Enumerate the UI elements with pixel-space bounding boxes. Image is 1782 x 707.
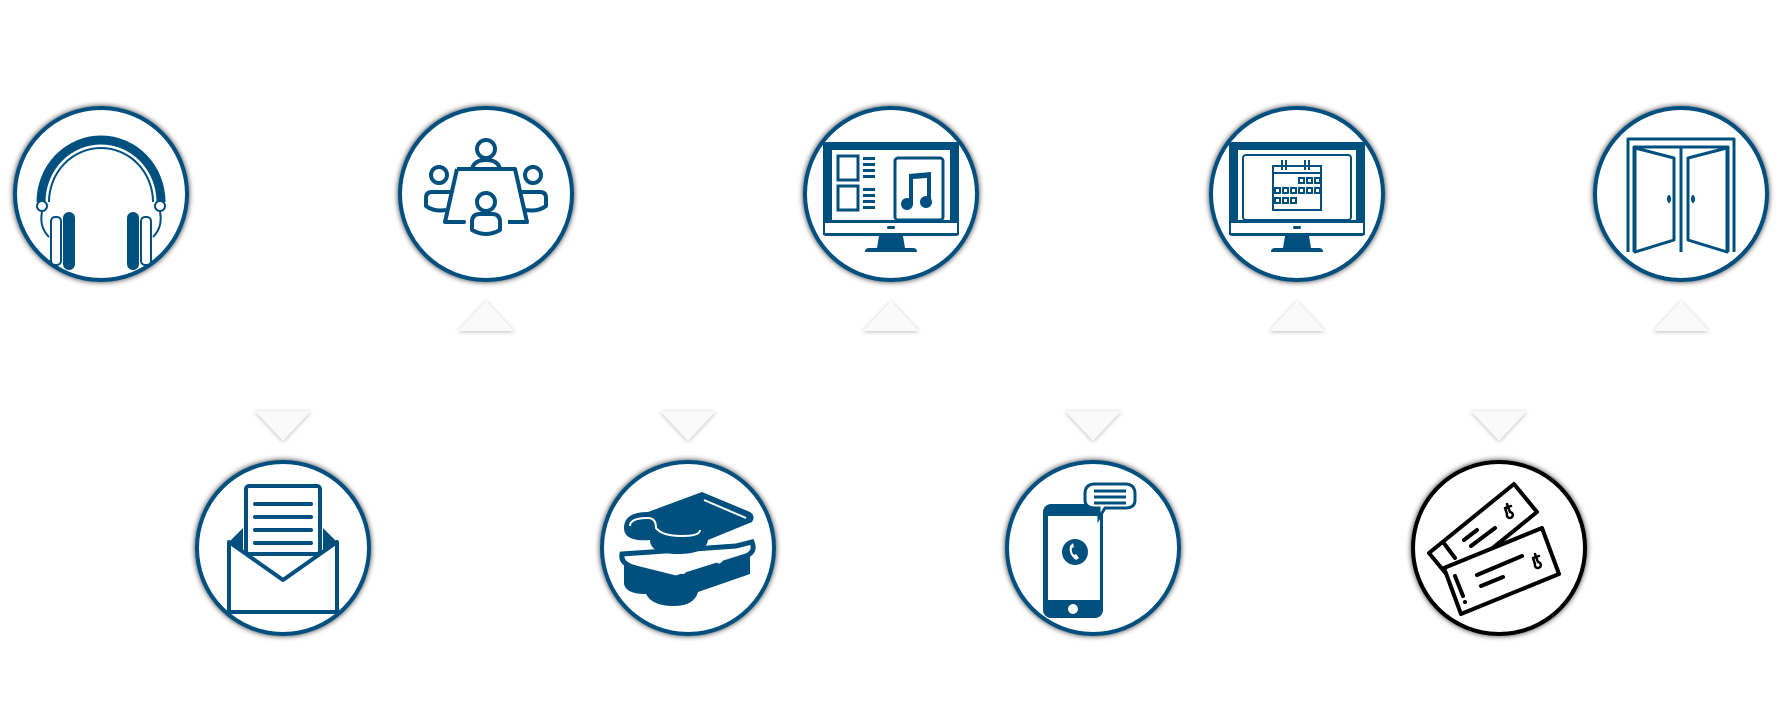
sandwich-icon bbox=[600, 460, 776, 636]
meeting-table-icon bbox=[398, 106, 574, 282]
tickets-icon bbox=[1411, 460, 1587, 636]
headphones-node bbox=[9, 102, 193, 286]
monitor-music-node bbox=[799, 102, 983, 286]
phone-node bbox=[1001, 456, 1185, 640]
headphones-icon bbox=[13, 106, 189, 282]
sandwich-node bbox=[596, 456, 780, 640]
up-arrow bbox=[863, 301, 919, 331]
down-arrow bbox=[1065, 411, 1121, 441]
down-arrow bbox=[1471, 411, 1527, 441]
up-arrow bbox=[458, 301, 514, 331]
monitor-music-icon bbox=[803, 106, 979, 282]
down-arrow bbox=[660, 411, 716, 441]
envelope-node bbox=[191, 456, 375, 640]
up-arrow bbox=[1653, 301, 1709, 331]
door-node bbox=[1589, 102, 1773, 286]
envelope-letter-icon bbox=[195, 460, 371, 636]
phone-chat-icon bbox=[1005, 460, 1181, 636]
monitor-calendar-node bbox=[1205, 102, 1389, 286]
meeting-node bbox=[394, 102, 578, 286]
open-door-icon bbox=[1593, 106, 1769, 282]
monitor-calendar-icon bbox=[1209, 106, 1385, 282]
tickets-node bbox=[1407, 456, 1591, 640]
up-arrow bbox=[1269, 301, 1325, 331]
down-arrow bbox=[255, 411, 311, 441]
